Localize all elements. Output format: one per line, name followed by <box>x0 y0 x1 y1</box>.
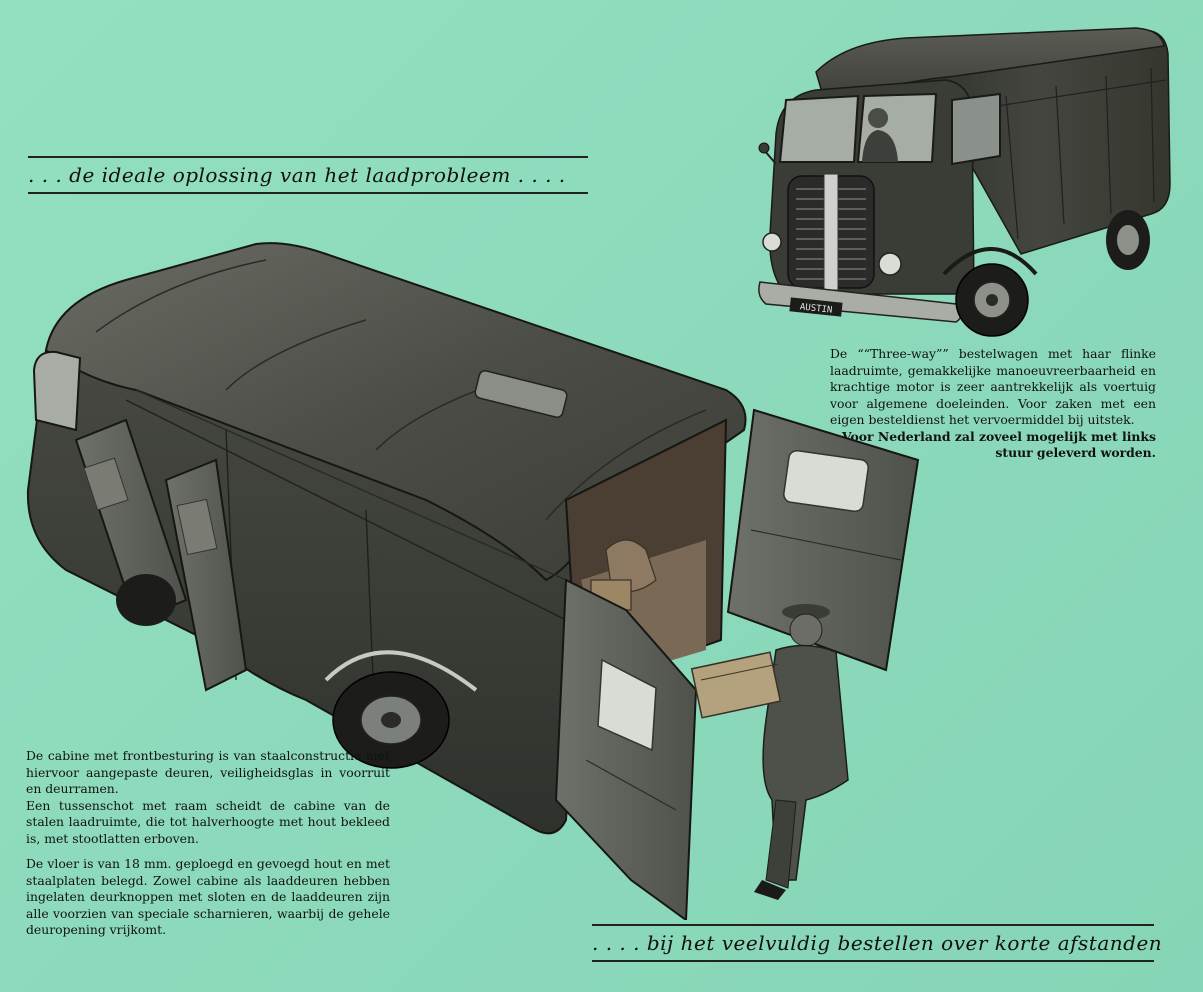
headline-top-text: . . . de ideale oplossing van het laadpr… <box>28 163 566 187</box>
small-van-illustration: AUSTIN <box>758 27 1171 337</box>
headline-bottom: . . . . bij het veelvuldig bestellen ove… <box>592 924 1162 962</box>
license-plate-text: AUSTIN <box>799 302 832 315</box>
delivery-man-figure <box>690 604 849 900</box>
caption-text: De ““Three-way”” bestelwagen met haar fl… <box>830 346 1156 427</box>
headline-bottom-text: . . . . bij het veelvuldig bestellen ove… <box>592 931 1163 955</box>
caption-note: Voor Nederland zal zoveel mogelijk met l… <box>842 428 1156 461</box>
body-paragraph-1: De cabine met frontbesturing is van staa… <box>26 748 390 796</box>
body-paragraph-3: De vloer is van 18 mm. geploegd en gevoe… <box>26 856 390 937</box>
large-van-illustration <box>26 242 920 920</box>
headline-top: . . . de ideale oplossing van het laadpr… <box>28 156 588 194</box>
body-paragraph-2: Een tussenschot met raam scheidt de cabi… <box>26 797 390 846</box>
caption-block: De ““Three-way”” bestelwagen met haar fl… <box>830 346 1156 462</box>
body-text-block: De cabine met frontbesturing is van staa… <box>26 748 390 939</box>
